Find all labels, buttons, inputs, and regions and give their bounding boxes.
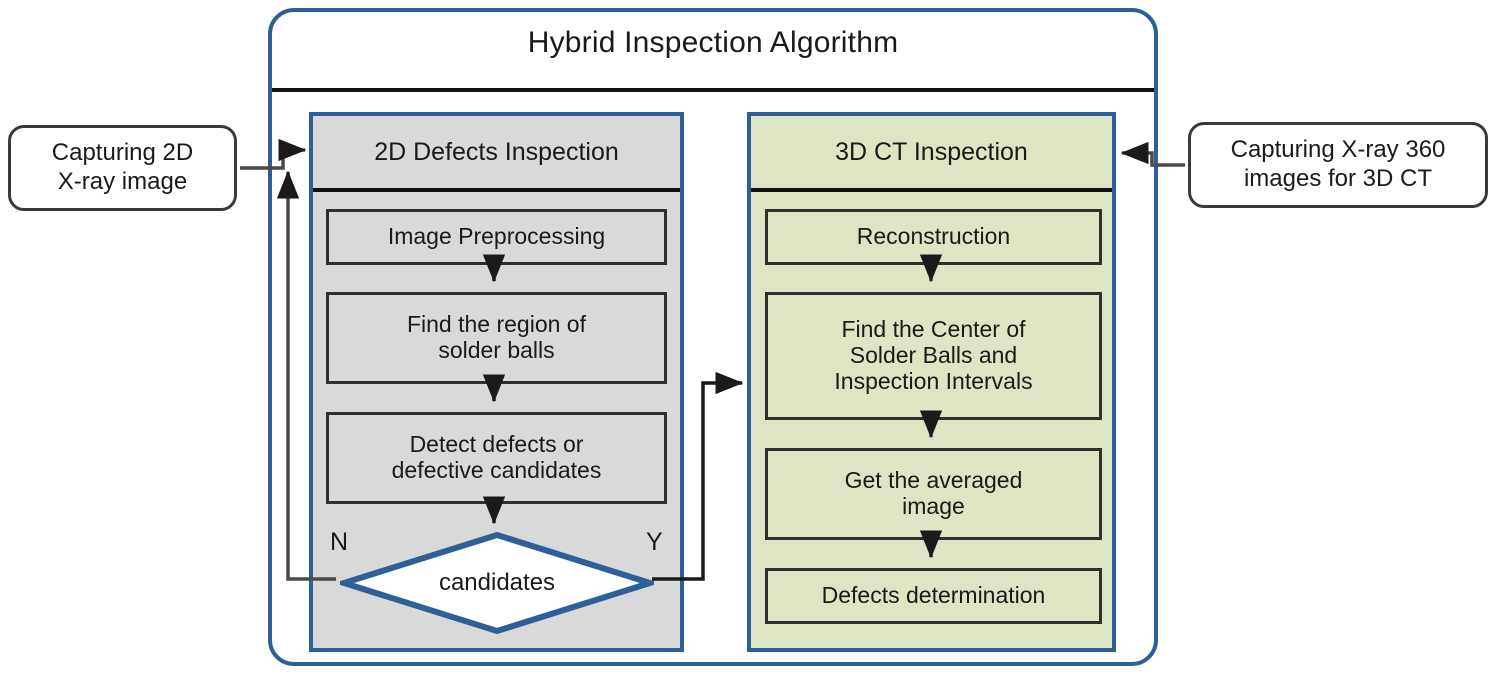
callout-capturing-xray-360: Capturing X-ray 360 images for 3D CT [1188, 122, 1488, 208]
decision-diamond-shape [340, 531, 654, 635]
callout-capturing-2d-xray: Capturing 2D X-ray image [8, 125, 237, 211]
branch-label-no: N [330, 528, 349, 556]
step-get-averaged-line2: image [902, 493, 965, 519]
step-find-region-line2: solder balls [438, 337, 555, 363]
step-find-region-line1: Find the region of [406, 311, 586, 338]
panel-header-2d: 2D Defects Inspection [313, 116, 680, 192]
callout-right-line2: images for 3D CT [1243, 165, 1433, 192]
callout-right-line1: Capturing X-ray 360 [1230, 136, 1446, 164]
step-image-preprocessing-label: Image Preprocessing [387, 223, 606, 250]
callout-left-line2: X-ray image [57, 168, 188, 195]
step-image-preprocessing: Image Preprocessing [326, 209, 667, 265]
step-detect-defects-line2: defective candidates [391, 457, 602, 483]
step-find-region-solder-balls: Find the region of solder balls [326, 292, 667, 384]
step-find-center-line2: Solder Balls and [849, 342, 1018, 369]
step-get-averaged-line1: Get the averaged [844, 467, 1023, 494]
step-reconstruction-label: Reconstruction [856, 223, 1011, 250]
callout-left-line1: Capturing 2D [51, 139, 194, 167]
step-detect-defects-line1: Detect defects or [409, 431, 584, 458]
step-defects-determination-label: Defects determination [821, 582, 1046, 609]
panel-3d-ct-inspection: 3D CT Inspection Reconstruction Find the… [747, 112, 1116, 652]
panel-2d-defects-inspection: 2D Defects Inspection Image Preprocessin… [309, 112, 684, 652]
step-detect-defects: Detect defects or defective candidates [326, 412, 667, 504]
branch-label-yes: Y [646, 528, 663, 556]
page-title: Hybrid Inspection Algorithm [527, 26, 899, 59]
decision-candidates-label: candidates [438, 569, 556, 596]
step-reconstruction: Reconstruction [765, 209, 1102, 265]
decision-candidates: candidates [340, 531, 654, 635]
panel-header-3d: 3D CT Inspection [751, 116, 1112, 192]
step-find-center-solder-balls: Find the Center of Solder Balls and Insp… [765, 292, 1102, 420]
step-find-center-line3: Inspection Intervals [834, 367, 1033, 394]
step-defects-determination: Defects determination [765, 568, 1102, 624]
step-find-center-line1: Find the Center of [841, 316, 1026, 343]
step-get-averaged-image: Get the averaged image [765, 448, 1102, 540]
title-divider [272, 88, 1154, 92]
